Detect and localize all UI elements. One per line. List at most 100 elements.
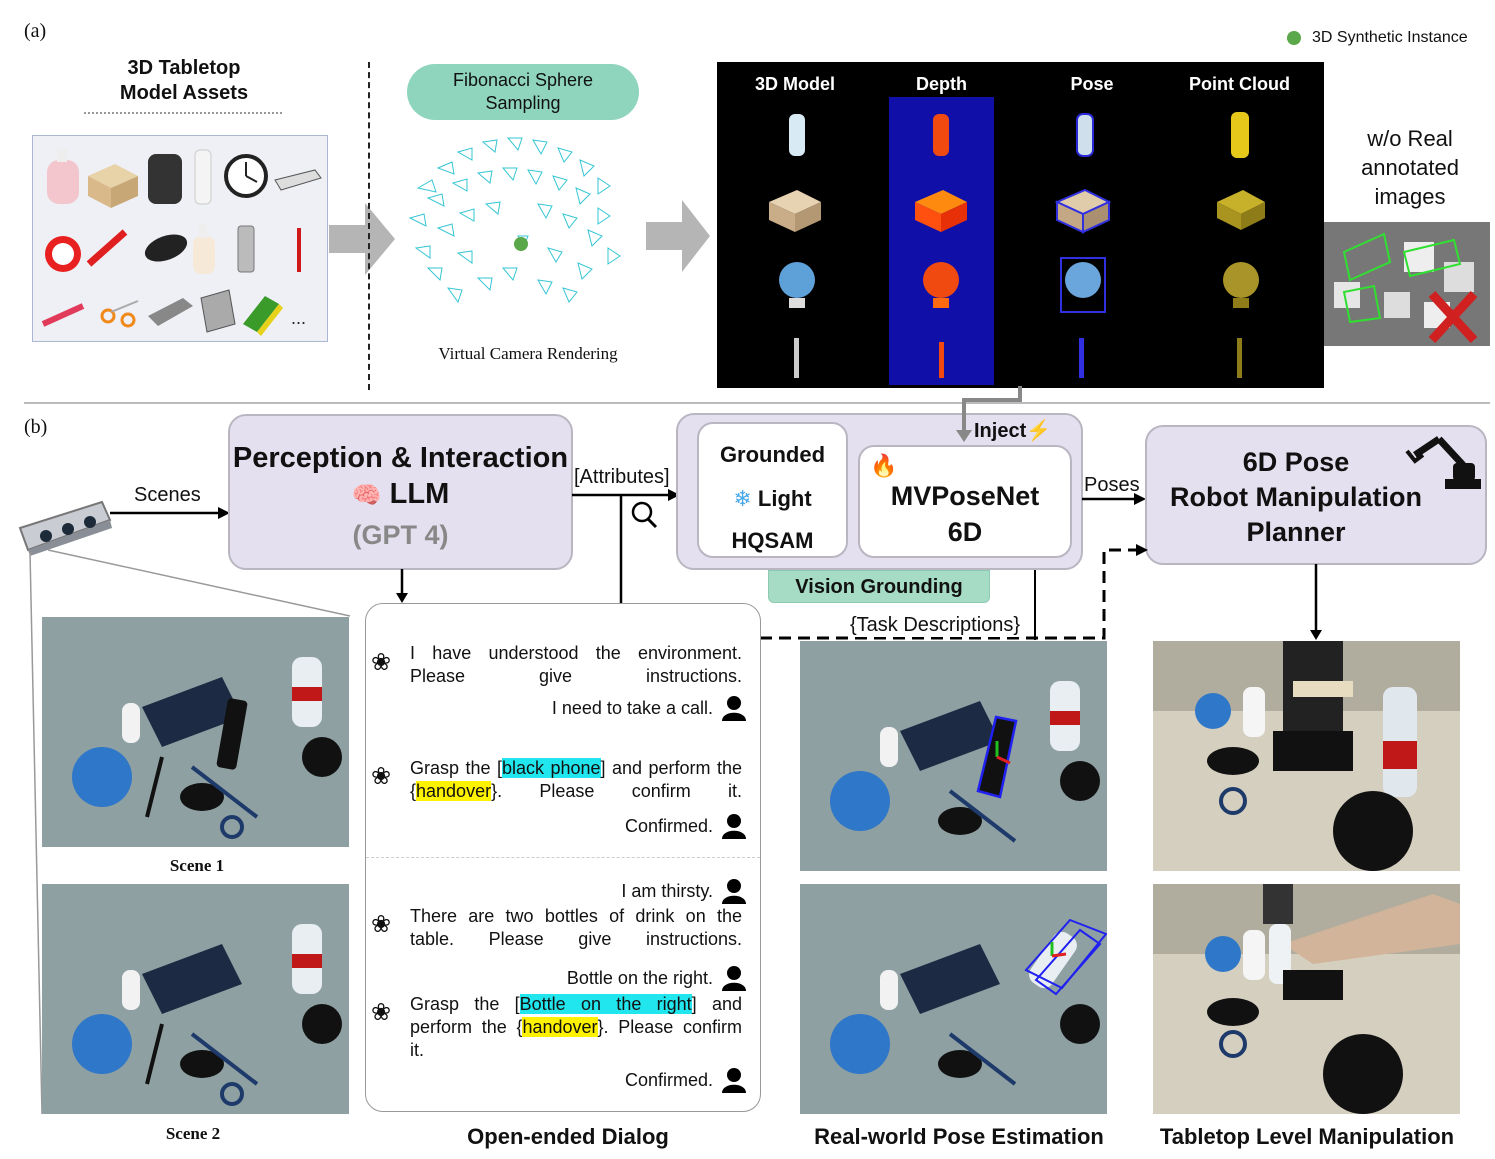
mvposenet-box: 🔥 MVPoseNet 6D: [858, 445, 1072, 558]
dialog-assistant-message-4: Grasp the [Bottle on the right] and perf…: [410, 994, 742, 1060]
dialog-assistant-message-3: There are two bottles of drink on the ta…: [410, 906, 742, 949]
manipulation-photo-1: [1153, 641, 1460, 871]
planner-title-3: Planner: [1246, 517, 1346, 547]
magnifier-icon: [631, 501, 653, 523]
rendering-caption: Virtual Camera Rendering: [438, 344, 618, 363]
grounded-hqsam-box: Grounded ❄ Light HQSAM: [697, 422, 848, 558]
arrow-sampling-to-render: [646, 200, 710, 272]
planner-title-2: Robot Manipulation: [1170, 482, 1422, 512]
assets-panel: ...: [32, 135, 328, 342]
render-table: 3D Model Depth Pose Point Cloud: [717, 62, 1324, 388]
panel-a-label: (a): [24, 20, 47, 42]
user-icon: [722, 1068, 746, 1093]
task-descriptions-route: [760, 544, 1148, 640]
section-divider: [24, 402, 1490, 404]
scene1-caption: Scene 1: [169, 856, 225, 875]
poses-label: Poses: [1084, 474, 1140, 496]
chatgpt-icon: ❀: [371, 649, 392, 676]
inject-row: Inject⚡: [974, 418, 1051, 443]
column-header-3d-model: 3D Model: [754, 74, 835, 94]
light-text: Light: [757, 486, 812, 511]
user-icon: [722, 696, 746, 721]
chatgpt-icon: ❀: [371, 911, 392, 938]
arrow-assets-to-sampling: [329, 203, 395, 275]
highlight-action: handover: [522, 1017, 598, 1037]
lightning-icon: ⚡: [1026, 420, 1052, 442]
planner-title-1: 6D Pose: [1242, 447, 1350, 477]
attributes-label: [Attributes]: [574, 466, 670, 488]
arrow-planner-to-manip: [1310, 564, 1322, 640]
brain-icon: 🧠: [351, 482, 382, 509]
panel-b-label: (b): [24, 416, 48, 438]
pose-estimation-caption: Real-world Pose Estimation: [814, 1124, 1104, 1149]
legend-dot-icon: [1287, 31, 1301, 45]
dialog-user-message-5: Confirmed.: [624, 1070, 713, 1090]
highlight-action: handover: [416, 781, 492, 801]
vision-to-pose-line: [1034, 570, 1036, 640]
panel-a-separator: [368, 62, 370, 390]
light-row: ❄ Light: [699, 486, 846, 512]
pose-estimation-photo-2: [800, 884, 1107, 1114]
scene2-caption: Scene 2: [165, 1124, 221, 1143]
legend-text: 3D Synthetic Instance: [1312, 29, 1468, 46]
arrow-poses: [1082, 493, 1146, 505]
chatgpt-icon: ❀: [371, 763, 392, 790]
real-annotated-image: [1324, 222, 1490, 346]
column-header-depth: Depth: [916, 74, 967, 94]
pose-estimation-photo-1: [800, 641, 1107, 871]
hqsam-text: HQSAM: [731, 528, 814, 553]
column-header-pose: Pose: [1070, 74, 1114, 94]
robot-arm-icon: [1405, 436, 1481, 489]
camera-sphere-diagram: [408, 137, 621, 304]
llm-model: (GPT 4): [352, 520, 449, 550]
llm-box: Perception & Interaction 🧠 LLM (GPT 4): [228, 414, 573, 570]
task-descriptions-label: {Task Descriptions}: [848, 614, 1023, 637]
highlight-object: black phone: [501, 758, 601, 778]
vision-grounding-label: Vision Grounding: [768, 570, 990, 603]
dialog-user-message-3: I am thirsty.: [621, 881, 713, 901]
chatgpt-icon: ❀: [371, 999, 392, 1026]
llm-title: Perception & Interaction: [232, 442, 569, 474]
dialog-divider: [366, 857, 760, 858]
arrow-scenes: [110, 507, 230, 519]
arrow-attributes: [572, 489, 680, 604]
inject-label: Inject: [974, 420, 1027, 442]
dialog-assistant-message-1: I have understood the environment. Pleas…: [410, 643, 742, 686]
dialog-assistant-message-2: Grasp the [black phone] and perform the …: [410, 758, 743, 801]
user-icon: [722, 879, 746, 904]
dialog-user-message-1: I need to take a call.: [551, 698, 713, 718]
scene2-photo: [42, 884, 349, 1114]
assets-divider: [84, 112, 282, 114]
arrow-inject: [956, 386, 1022, 442]
synthetic-instance-dot-icon: [514, 237, 528, 251]
manipulation-photo-2: [1153, 884, 1460, 1114]
user-icon: [722, 814, 746, 839]
fire-icon: 🔥: [870, 453, 898, 478]
manipulation-caption: Tabletop Level Manipulation: [1159, 1124, 1455, 1149]
snowflake-icon: ❄: [733, 486, 752, 511]
llm-name: LLM: [389, 478, 450, 510]
arrow-llm-to-dialog: [396, 569, 408, 603]
mvposenet-6d: 6D: [947, 517, 983, 547]
assets-icons: ...: [41, 148, 322, 336]
mvposenet-title: MVPoseNet: [890, 481, 1040, 511]
grounded-text: Grounded: [719, 442, 826, 467]
dialog-caption: Open-ended Dialog: [467, 1124, 669, 1149]
dialog-user-message-2: Confirmed.: [624, 816, 713, 836]
dialog-user-message-4: Bottle on the right.: [566, 968, 713, 988]
depth-camera-icon: [18, 500, 112, 556]
svg-text:...: ...: [291, 308, 306, 328]
vision-grounding-box: Grounded ❄ Light HQSAM 🔥 MVPoseNet 6D In…: [676, 413, 1083, 570]
column-header-point-cloud: Point Cloud: [1189, 74, 1290, 94]
planner-box: 6D Pose Robot Manipulation Planner: [1145, 425, 1487, 565]
camera-fov-lines: [29, 549, 351, 1115]
llm-name-row: 🧠 LLM: [230, 478, 571, 511]
user-icon: [722, 966, 746, 991]
highlight-object: Bottle on the right: [519, 994, 692, 1014]
render-thumbnails: [769, 112, 1265, 378]
scenes-label: Scenes: [134, 484, 201, 506]
scene1-photo: [42, 617, 349, 847]
